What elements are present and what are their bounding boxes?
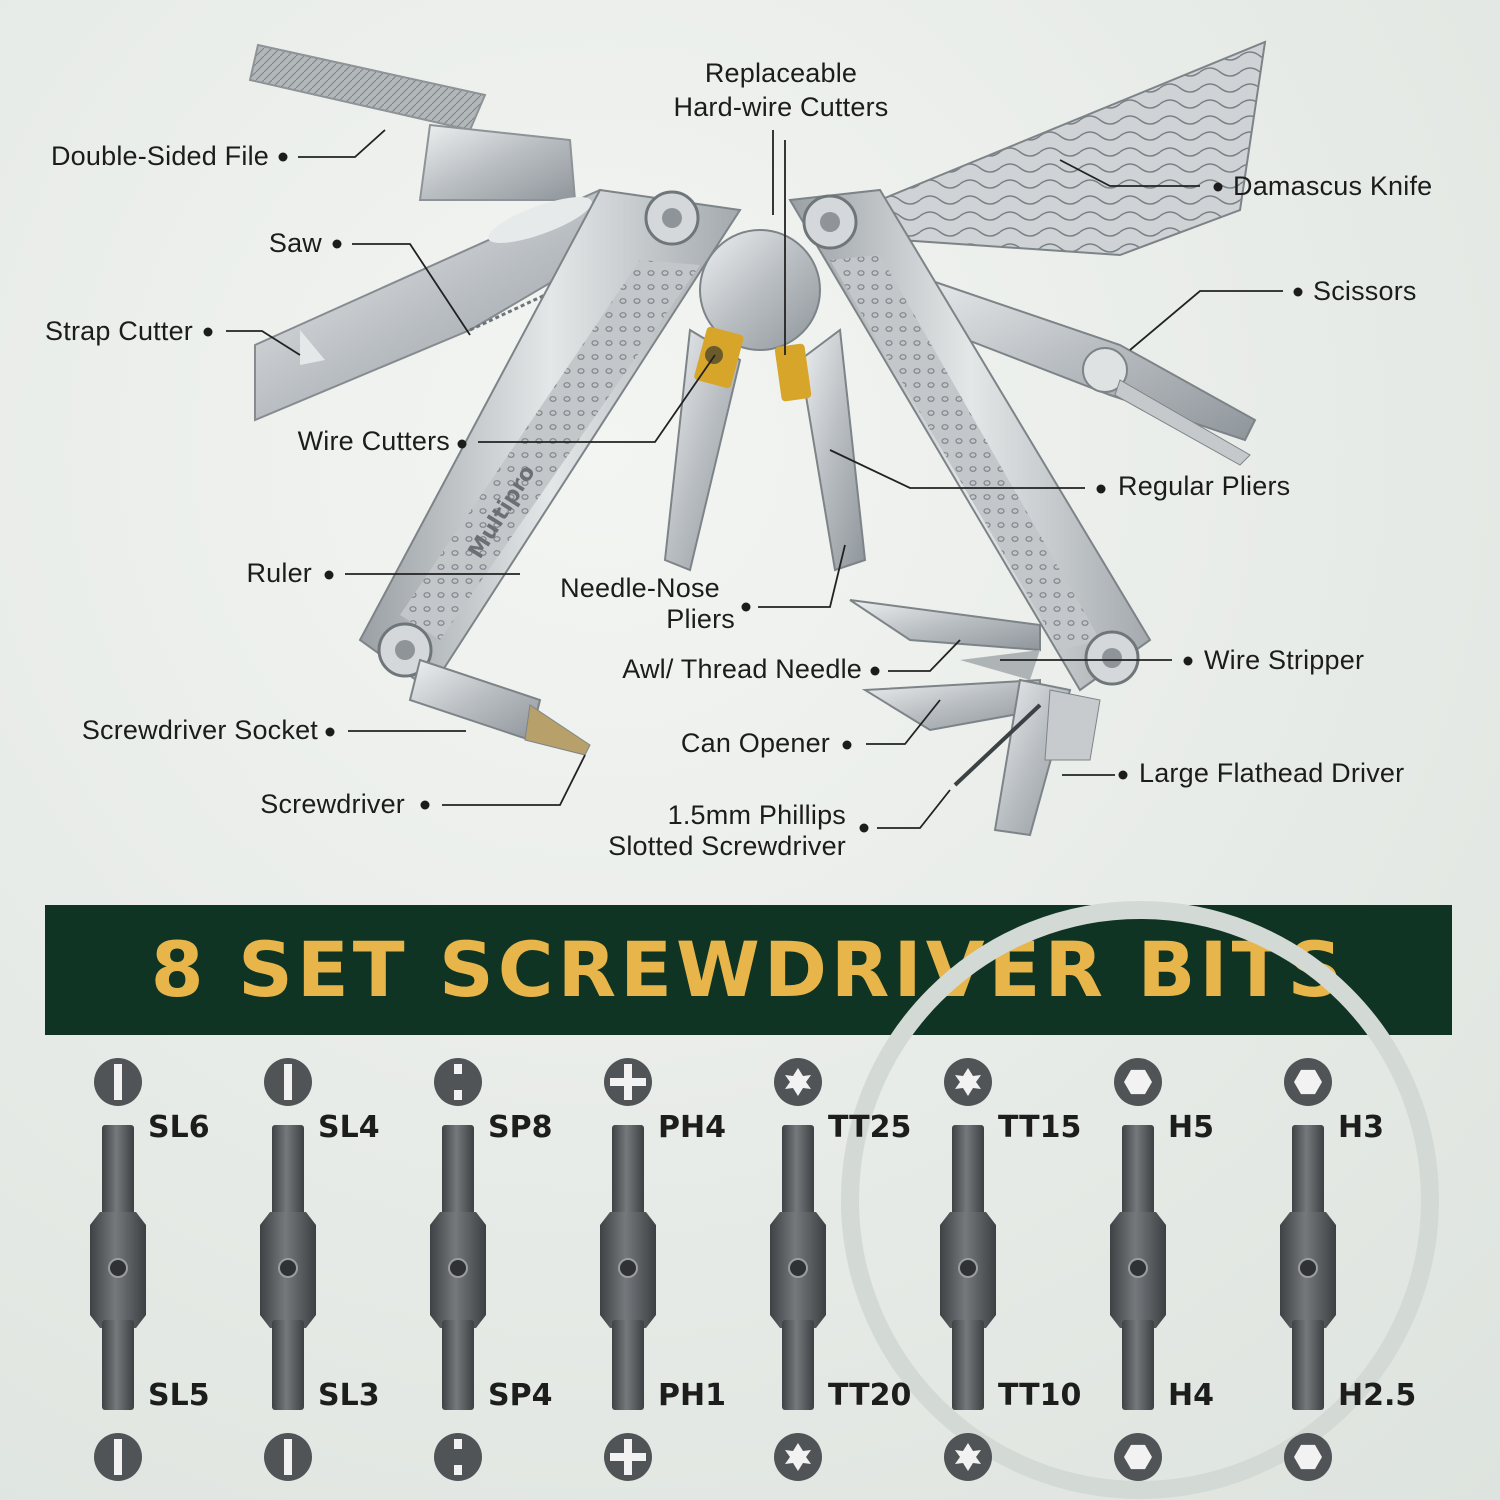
screwdriver-bit [770, 1125, 826, 1410]
label-awl: Awl/ Thread Needle [622, 654, 862, 684]
slotted-tip-icon [264, 1433, 312, 1481]
screwdriver-bit [600, 1125, 656, 1410]
torx-tip-icon [774, 1433, 822, 1481]
label-strap-cutter: Strap Cutter [45, 316, 193, 346]
bit-label-top: H3 [1338, 1110, 1384, 1145]
bit-label-top: SL6 [148, 1110, 210, 1145]
label-double-sided-file: Double-Sided File [50, 141, 269, 171]
knife-shape [878, 40, 1267, 257]
spanner-tip-icon [434, 1058, 482, 1106]
bit-label-top: SP8 [488, 1110, 553, 1145]
leader-lines [226, 129, 1283, 829]
left-handle-shape: Multipro [358, 188, 742, 692]
screwdriver-bit [940, 1125, 996, 1410]
screwdriver-bit [90, 1125, 146, 1410]
hex-tip-icon [1284, 1433, 1332, 1481]
bit-label-bottom: TT20 [828, 1378, 912, 1413]
screwdriver-bit [1110, 1125, 1166, 1410]
slotted-tip-icon [94, 1433, 142, 1481]
torx-tip-icon [944, 1433, 992, 1481]
bit-label-bottom: TT10 [998, 1378, 1082, 1413]
torx-tip-icon [944, 1058, 992, 1106]
bit-label-bottom: SL3 [318, 1378, 380, 1413]
hex-tip-icon [1284, 1058, 1332, 1106]
slotted-tip-icon [94, 1058, 142, 1106]
right-handle-shape [788, 188, 1152, 692]
file-tool-shape [248, 43, 577, 201]
label-screwdriver: Screwdriver [260, 789, 405, 819]
bit-label-bottom: SP4 [488, 1378, 553, 1413]
label-ruler: Ruler [246, 558, 312, 588]
label-wire-stripper: Wire Stripper [1204, 645, 1365, 675]
label-saw: Saw [268, 228, 322, 258]
label-can-opener: Can Opener [680, 728, 830, 758]
bit-label-bottom: PH1 [658, 1378, 726, 1413]
screwdriver-bit [260, 1125, 316, 1410]
bit-label-top: PH4 [658, 1110, 726, 1145]
hex-tip-icon [1114, 1433, 1162, 1481]
label-wire-cutters: Wire Cutters [297, 426, 450, 456]
screwdriver-bit [1280, 1125, 1336, 1410]
label-needle-nose-line2: Pliers [666, 604, 735, 634]
label-bullets [203, 152, 1303, 833]
bits-banner: 8 SET SCREWDRIVER BITS [45, 905, 1452, 1035]
multitool-illustration: Multipro [203, 40, 1303, 837]
label-phillips-line2: Slotted Screwdriver [608, 831, 846, 861]
label-damascus-knife: Damascus Knife [1233, 171, 1433, 201]
screwdriver-bit [430, 1125, 486, 1410]
label-replaceable-line2: Hard-wire Cutters [673, 92, 889, 122]
spanner-tip-icon [434, 1433, 482, 1481]
phillips-tip-icon [604, 1058, 652, 1106]
torx-tip-icon [774, 1058, 822, 1106]
small-tools-shape [849, 599, 1101, 837]
bit-label-bottom: H2.5 [1338, 1378, 1417, 1413]
bit-label-bottom: SL5 [148, 1378, 210, 1413]
phillips-tip-icon [604, 1433, 652, 1481]
bit-label-top: TT25 [828, 1110, 912, 1145]
label-regular-pliers: Regular Pliers [1118, 471, 1291, 501]
socket-shape [408, 658, 591, 756]
bit-label-top: TT15 [998, 1110, 1082, 1145]
label-scissors: Scissors [1313, 276, 1417, 306]
pliers-shape [663, 229, 867, 572]
label-screwdriver-socket: Screwdriver Socket [81, 715, 318, 745]
label-phillips-line1: 1.5mm Phillips [667, 800, 846, 830]
bit-label-top: H5 [1168, 1110, 1214, 1145]
label-needle-nose-line1: Needle-Nose [560, 573, 720, 603]
bit-label-bottom: H4 [1168, 1378, 1214, 1413]
bit-label-top: SL4 [318, 1110, 380, 1145]
label-large-flathead: Large Flathead Driver [1139, 758, 1405, 788]
banner-title: 8 SET SCREWDRIVER BITS [150, 925, 1347, 1014]
label-replaceable-line1: Replaceable [704, 58, 858, 88]
hex-tip-icon [1114, 1058, 1162, 1106]
slotted-tip-icon [264, 1058, 312, 1106]
